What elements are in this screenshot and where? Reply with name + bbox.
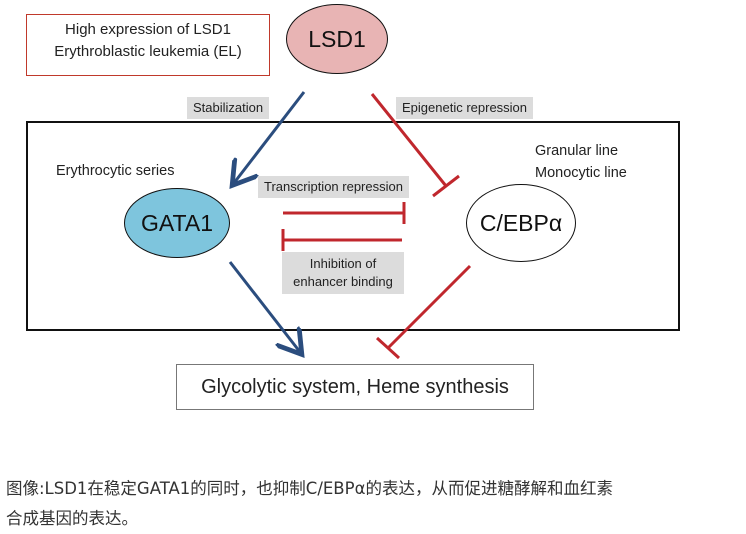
caption-line-1: 图像:LSD1在稳定GATA1的同时，也抑制C/EBPα的表达，从而促进糖酵解和…: [6, 479, 613, 498]
monocytic-line-label: Monocytic line: [535, 165, 627, 181]
output-box: Glycolytic system, Heme synthesis: [176, 364, 534, 410]
gata1-label: GATA1: [141, 209, 213, 236]
cebpa-label: C/EBPα: [479, 209, 563, 236]
erythrocytic-series-label: Erythrocytic series: [56, 163, 175, 179]
output-label: Glycolytic system, Heme synthesis: [201, 375, 509, 398]
cell-context-frame: [26, 121, 680, 331]
enhancer-binding-tag: Inhibition of enhancer binding: [282, 252, 404, 294]
epigenetic-repression-tag: Epigenetic repression: [396, 97, 534, 119]
transcription-repression-tag: Transcription repression: [258, 176, 409, 198]
enhancer-binding-line-2: enhancer binding: [293, 274, 393, 289]
cebpa-node: C/EBPα: [466, 184, 576, 262]
epigenetic-repression-line: [370, 93, 448, 187]
stabilization-arrow: [234, 91, 306, 183]
caption-line-2: 合成基因的表达。: [6, 509, 138, 528]
condition-line-2: Erythroblastic leukemia (EL): [54, 43, 242, 60]
cebpa-output-repression-bar: [375, 336, 401, 360]
granular-line-label: Granular line: [535, 143, 619, 159]
lsd1-label: LSD1: [308, 25, 366, 52]
condition-line-1: High expression of LSD1: [65, 21, 231, 38]
lsd1-node: LSD1: [286, 4, 388, 74]
lineage-labels: Granular line Monocytic line: [535, 140, 627, 184]
gata1-node: GATA1: [124, 188, 230, 258]
stabilization-tag: Stabilization: [187, 97, 270, 119]
enhancer-binding-line-1: Inhibition of: [309, 256, 377, 271]
gata1-output-arrow: [228, 261, 300, 352]
cebpa-output-repression-line: [386, 264, 472, 350]
figure-caption: 图像:LSD1在稳定GATA1的同时，也抑制C/EBPα的表达，从而促进糖酵解和…: [6, 474, 742, 534]
epigenetic-repression-bar: [432, 174, 460, 198]
condition-box: High expression of LSD1 Erythroblastic l…: [26, 14, 270, 76]
